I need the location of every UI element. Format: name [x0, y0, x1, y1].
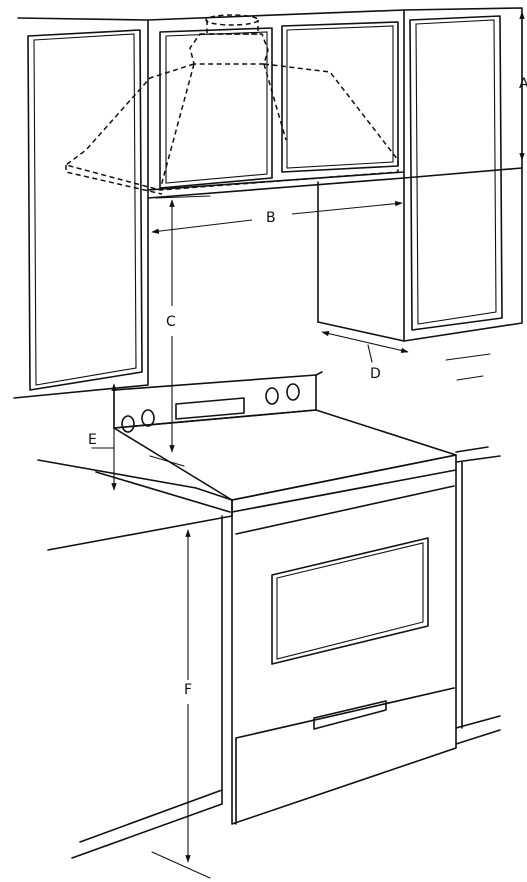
upper-middle-cabinet	[147, 9, 405, 199]
upper-left-cabinet	[13, 17, 149, 399]
label-a: A	[519, 76, 527, 92]
right-countertop	[455, 446, 501, 745]
dimension-c	[149, 195, 211, 467]
range-hood-outline	[65, 14, 399, 195]
wall-line	[445, 353, 491, 361]
left-countertop	[37, 459, 233, 879]
dimension-d	[321, 330, 409, 363]
label-d: D	[370, 366, 381, 382]
range-body	[231, 469, 457, 825]
label-e: E	[88, 432, 97, 448]
label-c: C	[166, 314, 176, 330]
dimension-b	[151, 201, 403, 234]
range-backguard	[113, 371, 323, 433]
upper-right-cabinet	[317, 7, 523, 342]
label-b: B	[266, 210, 276, 226]
wall-line	[456, 375, 484, 381]
label-f: F	[184, 682, 192, 698]
dimension-e	[91, 383, 117, 491]
